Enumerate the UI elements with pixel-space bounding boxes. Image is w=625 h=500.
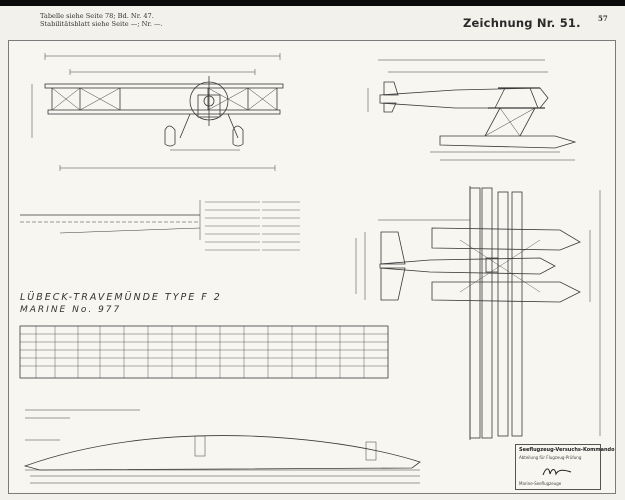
header-references: Tabelle siehe Seite 78; Bd. Nr. 47. Stab…: [40, 12, 163, 28]
top-edge: [0, 0, 625, 6]
stamp-line-1: Seeflugzeug-Versuchs-Kommando: [519, 447, 615, 453]
plan-view: [355, 186, 601, 440]
data-table: [19, 325, 389, 379]
aircraft-type-heading: LÜBECK-TRAVEMÜNDE TYPE F 2: [20, 292, 222, 303]
drawing-number-title: Zeichnung Nr. 51.: [463, 16, 581, 30]
float-profile: [23, 409, 421, 484]
stamp-line-3: Marine-Seeflugzeuge: [519, 481, 562, 486]
page-number: 57: [598, 14, 608, 23]
header-line-2: Stabilitätsblatt siehe Seite —; Nr. —.: [40, 20, 163, 28]
approval-stamp: Seeflugzeug-Versuchs-Kommando Abteilung …: [515, 444, 615, 490]
side-view: [367, 59, 577, 161]
signature-graphic: [542, 468, 572, 476]
aircraft-serial-subheading: MARINE No. 977: [20, 305, 122, 315]
incidence-diagram: [20, 200, 300, 251]
header-line-1: Tabelle siehe Seite 78; Bd. Nr. 47.: [40, 12, 154, 20]
stamp-line-2: Abteilung für Flugzeug-Prüfung: [519, 455, 582, 460]
front-view: [31, 53, 284, 171]
drawing-plate: [8, 40, 616, 494]
